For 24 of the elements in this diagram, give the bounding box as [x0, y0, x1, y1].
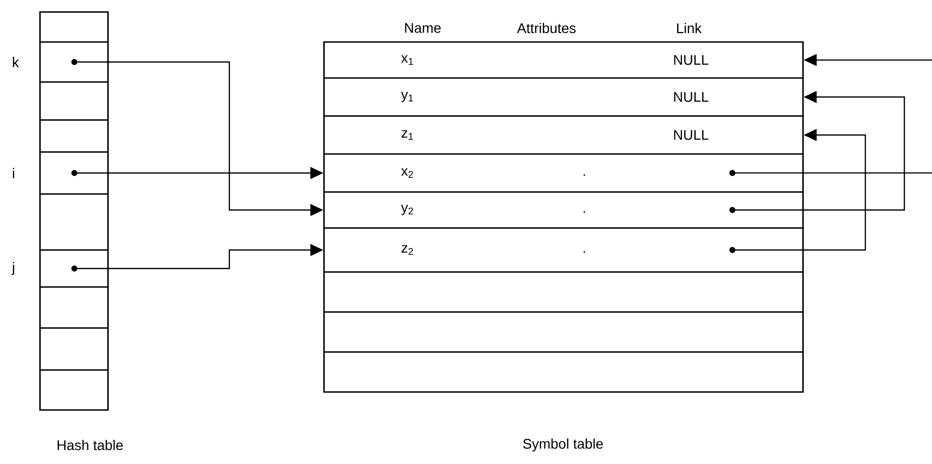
table-cell — [39, 327, 109, 371]
table-cell — [39, 81, 109, 121]
table-row: y$_{1}$ NULL — [323, 77, 804, 117]
table-row: z$_{1}$ NULL — [323, 115, 804, 155]
index-label: j — [12, 262, 14, 276]
table-row: y$_{2}$ — [323, 191, 804, 229]
table-cell — [39, 11, 109, 43]
table-cell — [39, 119, 109, 153]
table-row: x$_{2}$ — [323, 153, 804, 193]
table-cell — [39, 41, 109, 83]
table-cell — [39, 193, 109, 251]
table-row — [323, 351, 804, 393]
index-label: i — [12, 168, 14, 178]
table-cell — [39, 151, 109, 195]
table-caption: Symbol table — [523, 438, 603, 452]
table-row: z$_{2}$ — [323, 227, 804, 273]
index-label: k — [12, 56, 19, 68]
table-row — [323, 271, 804, 313]
table-cell — [39, 249, 109, 288]
table-cell — [39, 286, 109, 329]
table-cell — [39, 369, 109, 411]
table-row — [323, 311, 804, 353]
table-caption: Hash table — [58, 440, 123, 450]
table-row: x$_{1}$ NULL — [323, 41, 804, 79]
